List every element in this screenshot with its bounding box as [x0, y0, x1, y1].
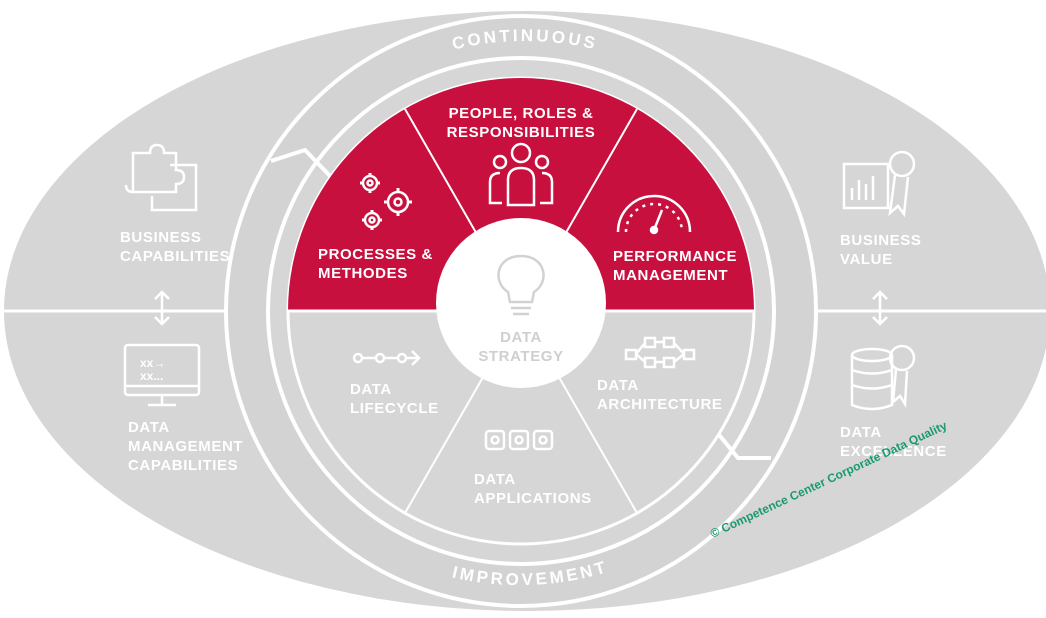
red-top-segments — [288, 78, 754, 311]
label-processes: PROCESSES &METHODES — [318, 246, 433, 282]
lifecycle-chain-icon — [352, 350, 421, 366]
application-blocks-icon — [484, 429, 554, 451]
gears-icon — [360, 173, 412, 230]
label-people-roles: PEOPLE, ROLES &RESPONSIBILITIES — [446, 105, 596, 141]
ring-arrow-notch-left — [270, 147, 334, 180]
ring-arrow-notch-right — [714, 429, 771, 460]
gauge-icon — [616, 194, 692, 235]
monitor-icon: xx→ xx... — [123, 343, 201, 407]
double-arrow-icon — [872, 290, 888, 326]
lightbulb-icon — [497, 254, 545, 316]
database-award-icon — [850, 344, 916, 411]
puzzle-icon — [124, 143, 198, 212]
svg-text:xx...: xx... — [140, 369, 163, 383]
chart-award-icon — [842, 150, 916, 218]
people-group-icon — [488, 142, 554, 207]
double-arrow-icon — [154, 290, 170, 326]
architecture-network-icon — [624, 336, 696, 369]
svg-text:xx→: xx→ — [140, 356, 165, 370]
